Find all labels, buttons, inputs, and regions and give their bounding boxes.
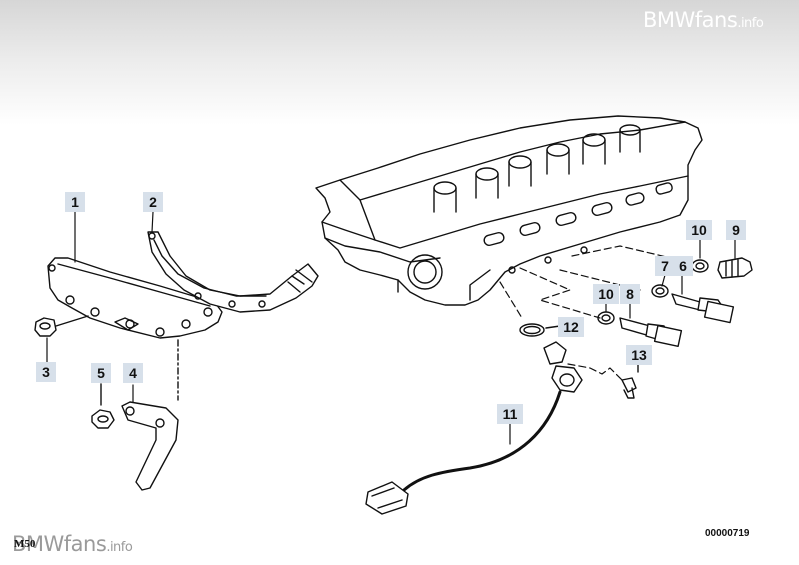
- drawing-number: 00000719: [705, 528, 750, 539]
- nut-5-drawing: [91, 409, 115, 429]
- model-code: M50: [14, 538, 36, 550]
- callout-1[interactable]: 1: [65, 192, 85, 212]
- o-ring-drawing: [519, 323, 561, 337]
- sensor-8-drawing: [597, 311, 683, 348]
- watermark-bottom: BMWfans.info: [12, 532, 133, 556]
- sensor-9-drawing: [691, 257, 753, 279]
- gasket-drawing: [147, 231, 319, 313]
- leader-lines: [46, 209, 736, 445]
- callout-3[interactable]: 3: [36, 362, 56, 382]
- sensor-11-drawing: [365, 341, 583, 515]
- callout-8[interactable]: 8: [620, 284, 640, 304]
- bracket-drawing: [100, 339, 179, 491]
- nut-3-drawing: [34, 315, 89, 337]
- callout-9[interactable]: 9: [726, 220, 746, 240]
- callout-10-top[interactable]: 10: [686, 220, 712, 240]
- callout-10-lower[interactable]: 10: [593, 284, 619, 304]
- sensor-6-drawing: [651, 284, 735, 324]
- callout-6[interactable]: 6: [673, 256, 693, 276]
- callout-11[interactable]: 11: [497, 404, 523, 424]
- callout-4[interactable]: 4: [123, 363, 143, 383]
- callout-7[interactable]: 7: [655, 256, 675, 276]
- watermark-top: BMWfans.info: [643, 8, 764, 32]
- timing-cover-drawing: [47, 257, 223, 339]
- callout-12[interactable]: 12: [558, 317, 584, 337]
- cylinder-head-drawing: [315, 115, 703, 306]
- callout-5[interactable]: 5: [91, 363, 111, 383]
- callout-2[interactable]: 2: [143, 192, 163, 212]
- callout-13[interactable]: 13: [626, 345, 652, 365]
